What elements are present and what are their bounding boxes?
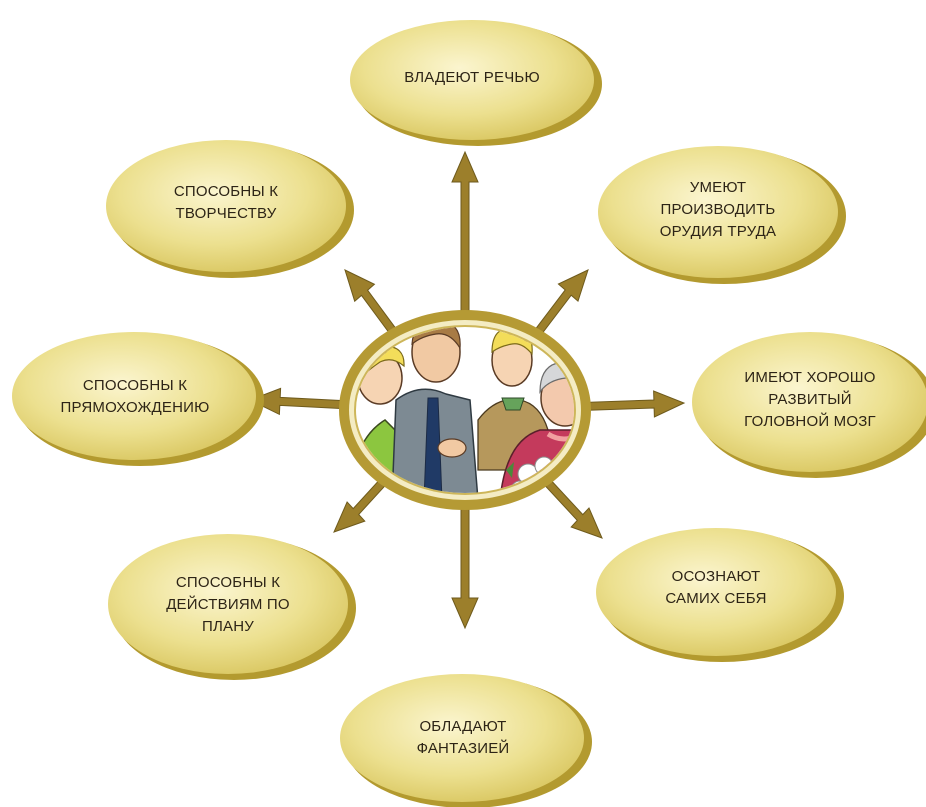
node-ellipse	[596, 528, 836, 656]
node-label-speech: ВЛАДЕЮТ РЕЧЬЮ	[404, 69, 540, 86]
node-speech	[350, 20, 602, 146]
node-fantasy	[340, 674, 592, 807]
node-ellipse	[598, 146, 838, 278]
node-label-brain: ИМЕЮТ ХОРОШО РАЗВИТЫЙ ГОЛОВНОЙ МОЗГ	[744, 369, 876, 430]
node-ellipse	[106, 140, 346, 272]
node-creativity	[106, 140, 354, 278]
node-ellipse	[340, 674, 584, 802]
node-brain	[692, 332, 926, 478]
node-tools	[598, 146, 846, 284]
node-label-creativity: СПОСОБНЫ К ТВОРЧЕСТВУ	[173, 183, 279, 222]
node-label-plan: СПОСОБНЫ К ДЕЙСТВИЯМ ПО ПЛАНУ	[166, 574, 290, 635]
node-ellipse	[692, 332, 926, 472]
node-label-walking: СПОСОБНЫ К ПРЯМОХОЖДЕНИЮ	[60, 377, 210, 416]
node-label-fantasy: ОБЛАДАЮТ ФАНТАЗИЕЙ	[416, 718, 510, 757]
node-label-tools: УМЕЮТ ПРОИЗВОДИТЬ ОРУДИЯ ТРУДА	[659, 179, 777, 240]
node-label-self: ОСОЗНАЮТ САМИХ СЕБЯ	[665, 568, 767, 607]
center-illustration	[339, 310, 591, 510]
ellipses-group	[12, 20, 926, 807]
node-self	[596, 528, 844, 662]
node-walking	[12, 332, 264, 466]
node-ellipse	[108, 534, 348, 674]
node-ellipse	[12, 332, 256, 460]
node-ellipse	[350, 20, 594, 140]
node-plan	[108, 534, 356, 680]
